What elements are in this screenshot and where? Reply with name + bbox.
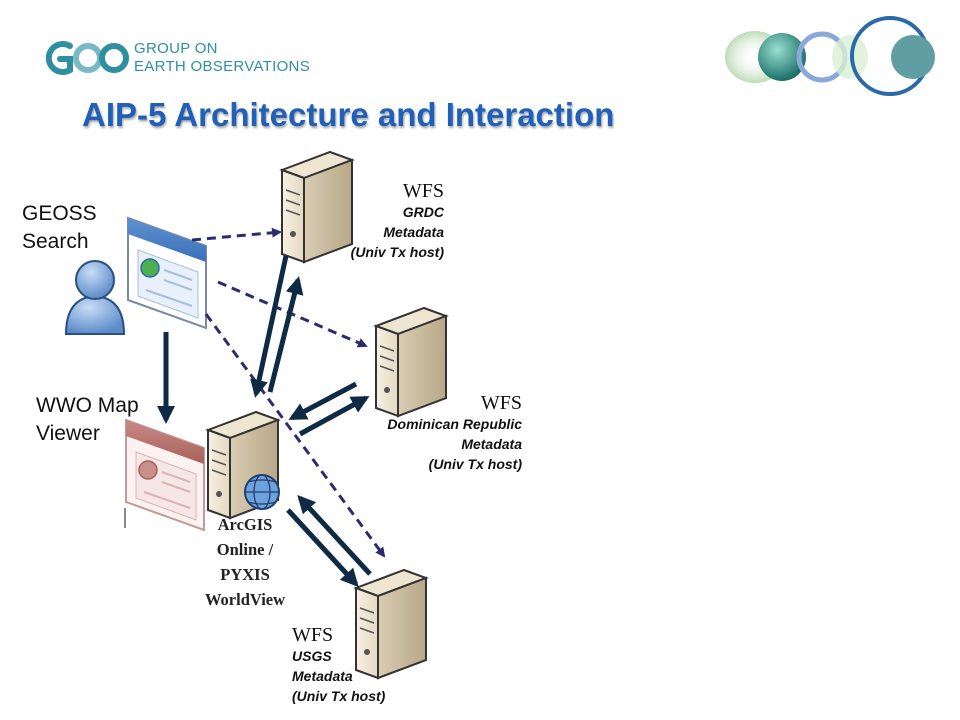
- geoss-label-line1: GEOSS: [22, 202, 97, 225]
- geoss-browser-icon: [127, 216, 207, 330]
- arcgis-line3: PYXIS: [220, 565, 270, 584]
- arcgis-label: ArcGIS Online / PYXIS WorldView: [190, 512, 300, 612]
- wwo-browser-icon: [124, 418, 205, 532]
- user-icon: [64, 260, 126, 335]
- server-dominican-icon: [373, 306, 449, 418]
- query-arrow-grdc: [191, 227, 282, 242]
- usgs-line2: Metadata: [292, 668, 353, 684]
- dominican-line2: Metadata: [461, 436, 522, 452]
- org-name-line1: GROUP ON: [134, 40, 218, 57]
- wwo-label-line1: WWO Map: [36, 394, 139, 417]
- dominican-service-label: WFS Dominican Republic Metadata (Univ Tx…: [330, 392, 522, 474]
- geo-logo: [40, 38, 130, 78]
- arrow-usgs-to-arcgis: [297, 495, 372, 576]
- usgs-line3: (Univ Tx host): [292, 688, 386, 704]
- grdc-line2: Metadata: [383, 224, 444, 240]
- arcgis-line1: ArcGIS: [217, 515, 273, 534]
- dominican-line3: (Univ Tx host): [428, 456, 522, 472]
- grdc-service-label: WFS GRDC Metadata (Univ Tx host): [290, 180, 444, 262]
- grdc-line3: (Univ Tx host): [350, 244, 444, 260]
- grdc-line1: GRDC: [402, 204, 444, 220]
- globe-icon: [244, 474, 280, 510]
- arcgis-line4: WorldView: [204, 590, 286, 609]
- arcgis-line2: Online /: [216, 540, 274, 559]
- arrow-arcgis-to-grdc: [267, 276, 304, 393]
- geoss-search-label: GEOSS Search: [22, 200, 97, 256]
- circles-logo: [720, 12, 950, 102]
- server-usgs-icon: [353, 568, 429, 680]
- query-arrow-usgs: [204, 313, 386, 558]
- grdc-service-type: WFS: [402, 180, 444, 202]
- dominican-service-type: WFS: [480, 392, 522, 414]
- usgs-service-label: WFS USGS Metadata (Univ Tx host): [292, 624, 432, 706]
- wwo-viewer-label: WWO Map Viewer: [36, 392, 139, 448]
- arrow-dominican-to-arcgis: [288, 381, 358, 421]
- usgs-line1: USGS: [292, 648, 332, 664]
- usgs-service-type: WFS: [292, 624, 334, 646]
- geo-logo-mark-icon: [45, 41, 129, 75]
- arrow-arcgis-to-dominican: [298, 395, 370, 437]
- org-name-line2: EARTH OBSERVATIONS: [134, 58, 310, 75]
- page-title: AIP-5 Architecture and Interaction: [82, 96, 615, 133]
- geoss-label-line2: Search: [22, 230, 89, 253]
- arrow-arcgis-to-usgs: [286, 508, 359, 587]
- wwo-label-line2: Viewer: [36, 422, 100, 445]
- arrow-grdc-to-arcgis: [250, 255, 289, 398]
- server-grdc-icon: [279, 150, 355, 264]
- dominican-line1: Dominican Republic: [387, 416, 522, 432]
- circles-logo-icon: [725, 16, 935, 96]
